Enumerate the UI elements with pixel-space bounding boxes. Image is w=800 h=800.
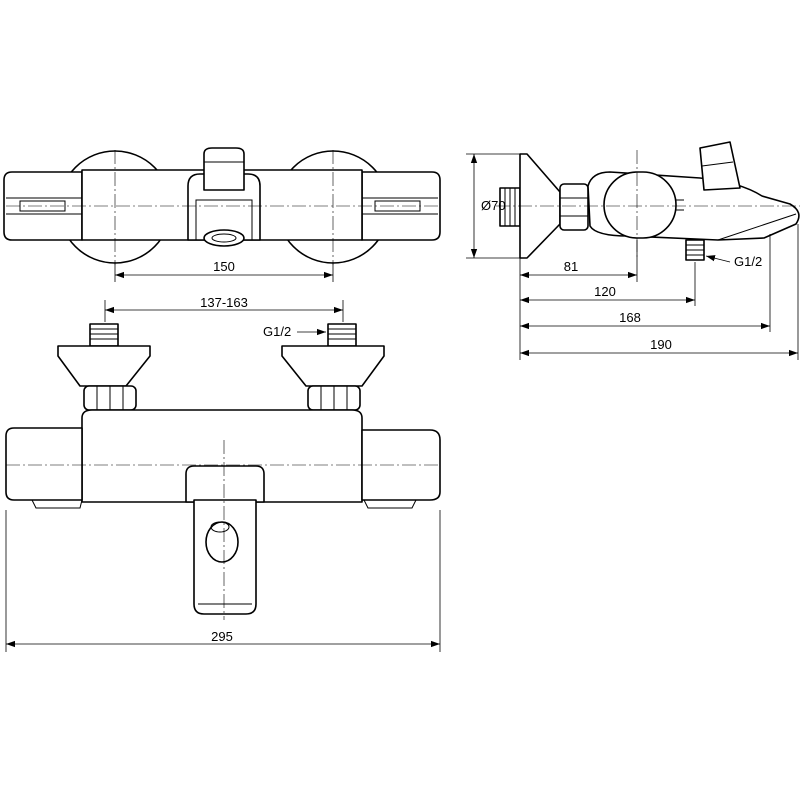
dim-label-81: 81 [564,259,578,274]
front-view-left-flange [57,345,151,387]
dim-label-150: 150 [213,259,235,274]
front-view-right-flange [281,345,385,387]
top-view-outlet-port [203,229,245,247]
front-view-left-handle [5,427,83,501]
side-view-body [603,171,677,239]
top-view-right-handle [361,171,441,241]
dim-label-295: 295 [211,629,233,644]
top-view-diverter-knob [203,147,245,191]
front-view-body [81,409,363,503]
dim-label-168: 168 [619,310,641,325]
top-view-left-handle [3,171,83,241]
front-view-right-thread [327,323,357,347]
dim-label-137-163: 137-163 [200,295,248,310]
front-view: 137-163 G1/2 [5,295,441,652]
front-thread-label: G1/2 [263,324,291,339]
dim-label-120: 120 [594,284,616,299]
side-thread-label: G1/2 [734,254,762,269]
front-view-right-handle [361,429,441,501]
side-view-diverter-knob [699,141,741,191]
side-view-nut [559,183,589,231]
side-view: G1/2 Ø70 81 120 168 190 [466,141,800,360]
front-view-spout [185,465,265,503]
side-thread-leader [705,255,731,263]
front-view-left-thread [89,323,119,347]
top-view: 150 [3,147,441,282]
dim-label-d70: Ø70 [481,198,506,213]
dim-label-190: 190 [650,337,672,352]
